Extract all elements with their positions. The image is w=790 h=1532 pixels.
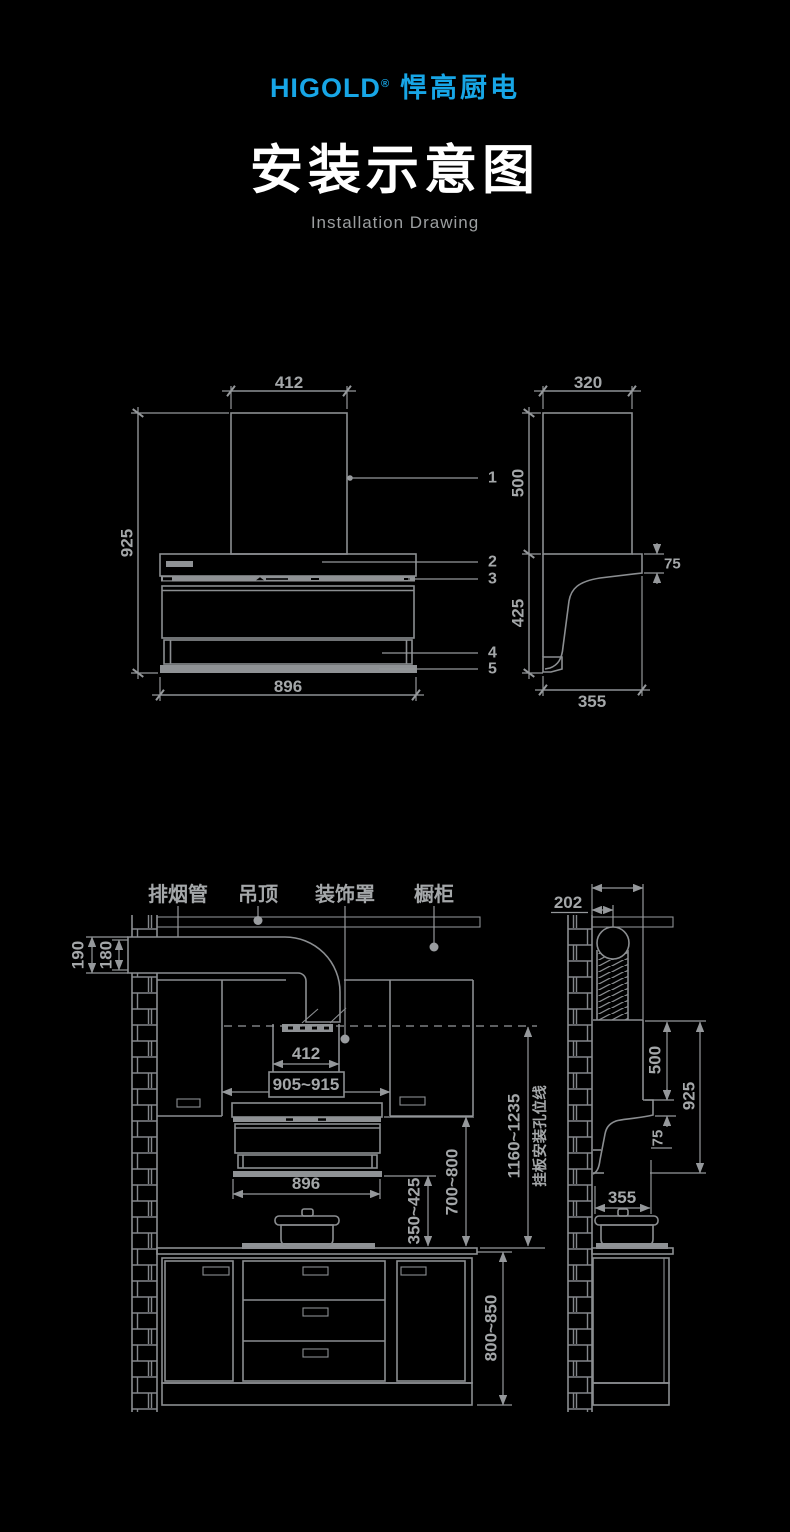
callout-4: 4 — [488, 645, 497, 662]
hood-top-band — [159, 553, 417, 577]
hood-side-profile — [544, 553, 643, 670]
dim-hang-hole-range: 1160~1235 — [505, 1094, 524, 1179]
label-cabinet: 橱柜 — [414, 882, 454, 906]
hanging-plate — [282, 1024, 333, 1032]
cabinet-handle — [176, 1098, 201, 1108]
dim-lip-height-install: 75 — [650, 1130, 667, 1147]
control-mark — [256, 577, 264, 581]
dim-lip-height-top: 75 — [664, 556, 681, 573]
dim-hood-bottom-to-counter: 350~425 — [405, 1178, 424, 1245]
callout-3: 3 — [488, 571, 497, 588]
hood-inner-panel — [163, 639, 413, 665]
ceiling-side — [591, 916, 674, 928]
dim-upper-height-install: 500 — [646, 1046, 665, 1074]
page-title: 安装示意图 — [250, 141, 540, 200]
dim-total-height: 925 — [118, 529, 137, 557]
chimney-front — [230, 412, 348, 555]
callout-5: 5 — [488, 661, 497, 678]
label-hang-hole-line: 挂板安装孔位线 — [531, 1085, 549, 1187]
countertop-side — [591, 1247, 674, 1255]
hood-logo-mark — [166, 561, 193, 567]
dim-wall-offset: 202 — [554, 893, 582, 912]
install-front-view: 排烟管 吊顶 装饰罩 橱柜 190 180 — [69, 882, 549, 1412]
hood-base-strip — [160, 665, 417, 673]
base-door-right — [396, 1260, 466, 1382]
wall-side — [568, 915, 592, 1412]
hood-front-small — [231, 1102, 383, 1177]
dim-hood-top-to-counter: 700~800 — [443, 1149, 462, 1216]
decor-cover-dot — [340, 1034, 350, 1044]
wall-front — [132, 915, 157, 1412]
hood-side-profile-small — [592, 1099, 654, 1175]
dim-duct-outer: 190 — [69, 941, 88, 969]
hood-body — [161, 585, 415, 639]
dim-total-height-install: 925 — [680, 1082, 699, 1110]
dim-bottom-depth-install: 355 — [608, 1188, 636, 1207]
chimney-side — [542, 412, 633, 555]
dim-hood-width: 896 — [292, 1174, 320, 1193]
brand-name-chinese: 悍高厨电 — [400, 73, 521, 103]
pot-side — [594, 1208, 659, 1247]
cooktop-side — [596, 1243, 668, 1249]
duct-pipe-section — [596, 926, 630, 960]
wall-cabinet-left — [157, 980, 223, 1117]
ceiling-dot — [253, 916, 263, 925]
exhaust-duct-front — [127, 936, 341, 1023]
hood-side-view: 320 500 425 75 355 — [509, 373, 681, 711]
label-ceiling: 吊顶 — [238, 883, 278, 906]
label-decor-cover: 装饰罩 — [314, 882, 375, 906]
label-exhaust-pipe: 排烟管 — [148, 882, 208, 906]
dim-chimney-width: 412 — [292, 1044, 320, 1063]
part-callouts: 1 2 3 4 5 — [322, 470, 497, 678]
base-cabinet-side — [592, 1257, 670, 1406]
base-door-left — [164, 1260, 234, 1382]
dim-top-depth: 320 — [574, 373, 602, 392]
hood-side-foot — [542, 656, 563, 673]
brand-name: HIGOLD — [269, 73, 381, 103]
door-handle — [202, 1266, 230, 1276]
wall-cabinet-right — [389, 980, 474, 1117]
callout-1: 1 — [488, 470, 497, 487]
dim-lower-height: 425 — [509, 599, 528, 627]
base-cabinet-front — [161, 1257, 473, 1406]
dim-counter-height: 800~850 — [482, 1295, 501, 1362]
drawer-handle — [302, 1348, 329, 1358]
drawer-handle — [302, 1307, 329, 1317]
dim-upper-height: 500 — [509, 469, 528, 497]
countertop-front — [156, 1247, 478, 1255]
pot-front — [274, 1208, 340, 1247]
toe-kick-front — [161, 1382, 473, 1406]
cabinet-dot — [429, 942, 439, 952]
drawer-handle — [302, 1266, 329, 1276]
dim-body-width: 896 — [274, 677, 302, 696]
callout-2: 2 — [488, 554, 497, 571]
dim-duct-width-top: 412 — [275, 373, 303, 392]
dim-duct-inner: 180 — [97, 941, 116, 969]
ceiling-front — [156, 916, 481, 928]
chimney-lower-section — [268, 1071, 345, 1098]
cabinet-handle — [399, 1096, 426, 1106]
hood-front-view: 412 925 896 1 2 3 — [118, 373, 497, 701]
page-subtitle: Installation Drawing — [310, 213, 480, 232]
dim-bottom-depth-top: 355 — [578, 692, 606, 711]
door-handle — [400, 1266, 427, 1276]
dim-cabinet-gap: 905~915 — [273, 1075, 340, 1094]
drawer-stack — [242, 1260, 386, 1382]
install-side-view: 202 500 75 — [551, 883, 706, 1412]
registered-mark: ® — [380, 78, 391, 90]
brand-logo: HIGOLD® 悍高厨电 — [0, 66, 790, 105]
toe-kick-side — [592, 1382, 670, 1406]
